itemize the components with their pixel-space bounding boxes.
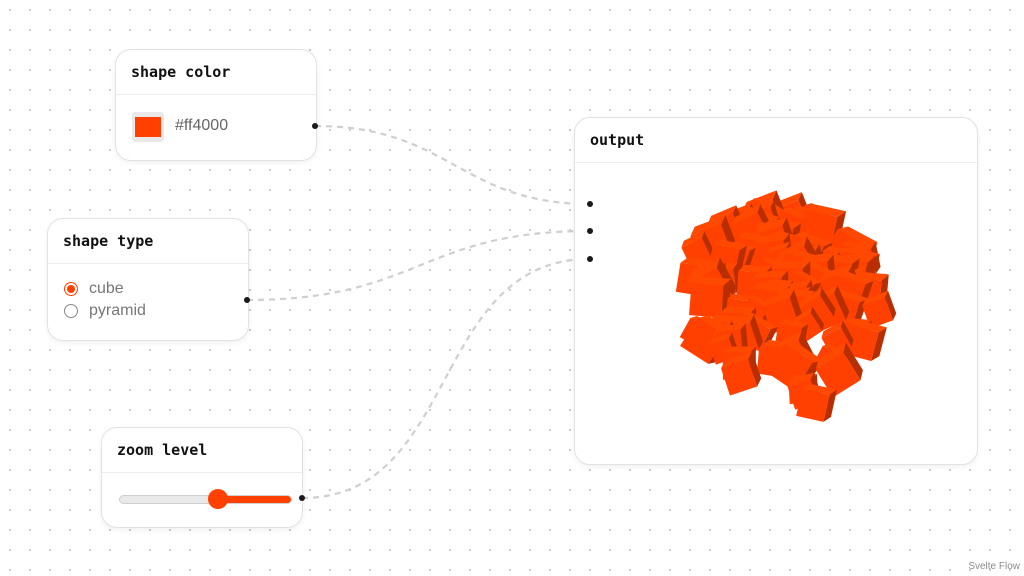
cube-face — [838, 271, 874, 285]
radio-option-cube[interactable]: cube — [64, 280, 124, 298]
radio-option-pyramid[interactable]: pyramid — [64, 302, 146, 320]
cube-face — [720, 351, 753, 369]
svelte-flow-attribution[interactable]: Svelte Flow — [968, 561, 1020, 572]
radio-cube-button[interactable] — [64, 282, 78, 296]
cube-face — [681, 231, 705, 248]
cube-shape — [796, 383, 837, 422]
edge-type-to-output[interactable] — [246, 229, 591, 302]
cube-face — [798, 287, 822, 310]
output-target-handle-zoom[interactable] — [587, 256, 593, 262]
radio-cube-label: cube — [89, 280, 124, 297]
cube-face — [793, 270, 822, 285]
cube-face — [776, 287, 816, 298]
cube-face — [796, 388, 830, 422]
cube-face — [834, 285, 850, 320]
cube-face — [787, 372, 814, 387]
cube-shape — [689, 276, 732, 318]
cube-face — [691, 276, 732, 286]
cube-face — [749, 314, 763, 350]
cube-face — [784, 341, 824, 363]
zoom-slider-fill — [216, 496, 291, 503]
cube-face — [690, 215, 726, 237]
edge-zoom-to-output[interactable] — [301, 257, 591, 500]
cube-face — [862, 290, 889, 306]
cube-face — [810, 306, 824, 331]
shape-color-node[interactable]: shape color #ff4000 — [115, 49, 317, 161]
cube-face — [713, 239, 748, 251]
color-hex-value: #ff4000 — [175, 117, 229, 134]
cube-face — [840, 320, 854, 347]
cube-face — [805, 204, 847, 217]
radio-pyramid-button[interactable] — [64, 304, 78, 318]
cube-face — [709, 332, 732, 345]
output-title: output — [575, 118, 977, 163]
cube-face — [831, 288, 869, 303]
cube-face — [778, 319, 809, 329]
cube-face — [738, 264, 772, 273]
zoom-level-node[interactable]: zoom level — [101, 427, 303, 528]
zoom-slider-track[interactable] — [119, 495, 292, 504]
color-swatch-icon[interactable] — [135, 117, 161, 137]
cube-face — [689, 283, 724, 318]
cube-face — [722, 346, 756, 353]
cube-face — [871, 327, 887, 362]
cube-face — [823, 389, 837, 422]
cube-face — [748, 351, 762, 387]
cube-face — [793, 231, 833, 247]
cube-face — [843, 342, 863, 381]
cube-face — [753, 233, 790, 244]
cube-face — [743, 247, 756, 271]
cube-face — [751, 282, 791, 293]
cube-face — [837, 226, 878, 247]
zoom-level-source-handle[interactable] — [299, 495, 305, 501]
cube-face — [820, 287, 836, 317]
color-picker-input[interactable] — [132, 112, 164, 142]
cube-face — [804, 260, 835, 275]
zoom-level-title: zoom level — [102, 428, 302, 473]
cube-face — [715, 323, 746, 333]
cube-shape — [720, 351, 762, 396]
shape-type-title: shape type — [48, 219, 248, 264]
cube-face — [770, 261, 811, 269]
shape-color-source-handle[interactable] — [312, 123, 318, 129]
zoom-slider-thumb[interactable] — [207, 489, 228, 509]
cube-face — [802, 383, 837, 395]
cube-face — [701, 231, 715, 259]
cube-face — [687, 257, 720, 285]
output-target-handle-color[interactable] — [587, 201, 593, 207]
cube-face — [793, 306, 813, 325]
cube-face — [884, 290, 897, 321]
cube-face — [732, 204, 761, 226]
output-node[interactable]: output — [574, 117, 978, 465]
cube-face — [762, 289, 794, 307]
cube-shape — [815, 342, 863, 398]
shape-type-node[interactable]: shape type cube pyramid — [47, 218, 249, 341]
edge-color-to-output[interactable] — [314, 124, 591, 206]
cube-face — [819, 263, 853, 282]
cube-face — [716, 257, 737, 298]
output-target-handle-shape[interactable] — [587, 228, 593, 234]
cube-face — [720, 359, 758, 396]
cube-face — [821, 320, 843, 338]
cube-render-canvas[interactable] — [575, 163, 975, 463]
radio-pyramid-label: pyramid — [89, 302, 146, 319]
cube-face — [815, 352, 861, 398]
shape-type-source-handle[interactable] — [244, 297, 250, 303]
cube-face — [752, 270, 789, 279]
cube-face — [748, 315, 779, 330]
cube-shape — [862, 290, 897, 329]
cube-face — [767, 241, 790, 254]
cube-face — [815, 342, 846, 370]
cube-face — [754, 217, 787, 235]
shape-color-title: shape color — [116, 50, 316, 95]
cube-face — [849, 319, 887, 333]
